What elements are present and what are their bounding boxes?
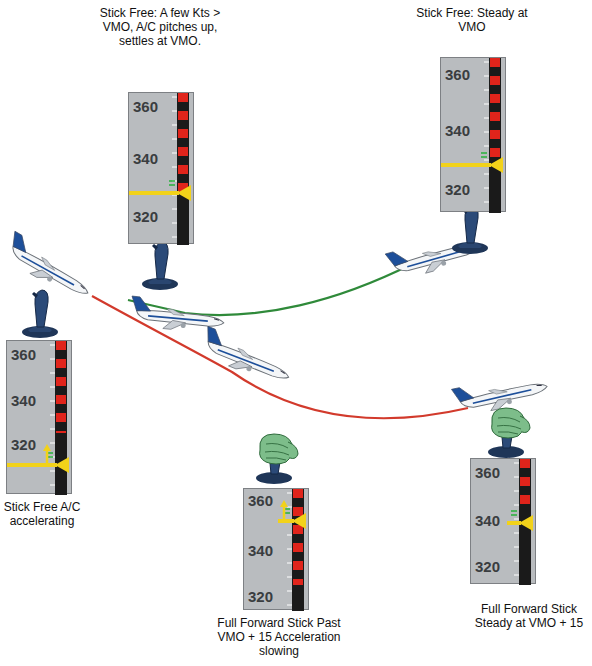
speed-value: 320	[11, 437, 36, 453]
tape-graphics	[7, 341, 73, 495]
speed-value: 340	[445, 123, 470, 139]
caption: Full Forward Stick Steady at VMO + 15	[470, 602, 588, 630]
speed-value: 340	[133, 151, 158, 167]
caption: Stick Free: Steady at VMO	[416, 6, 528, 34]
speed-value: 360	[11, 347, 36, 363]
speed-value: 360	[445, 67, 470, 83]
flight-path	[92, 296, 468, 418]
airspeed-tape: 360 340 320	[128, 92, 194, 244]
speed-value: 340	[248, 543, 273, 559]
speed-value: 320	[133, 209, 158, 225]
sidestick	[452, 206, 488, 254]
speed-value: 320	[248, 589, 273, 605]
speed-value: 360	[475, 465, 500, 481]
speed-value: 320	[475, 559, 500, 575]
airspeed-tape: 360 340 320	[243, 488, 309, 610]
aircraft	[197, 326, 295, 388]
caption: Stick Free: A few Kts > VMO, A/C pitches…	[98, 6, 222, 48]
airspeed-tape: 360 340 320	[470, 458, 536, 584]
airspeed-tape: 360 340 320	[440, 57, 506, 212]
speed-value: 360	[133, 99, 158, 115]
sidestick	[22, 290, 58, 338]
aircraft	[0, 231, 96, 303]
caption: Full Forward Stick Past VMO + 15 Acceler…	[206, 616, 352, 658]
hand-on-sidestick	[488, 408, 530, 458]
speed-value: 340	[11, 393, 36, 409]
speed-value: 360	[248, 493, 273, 509]
caption: Stick Free A/C accelerating	[0, 500, 84, 528]
speed-value: 320	[445, 182, 470, 198]
speed-value: 340	[475, 513, 500, 529]
hand-on-sidestick	[256, 434, 298, 484]
flight-path	[128, 264, 412, 315]
airspeed-tape: 360 340 320	[6, 340, 72, 494]
sidestick	[142, 242, 178, 290]
